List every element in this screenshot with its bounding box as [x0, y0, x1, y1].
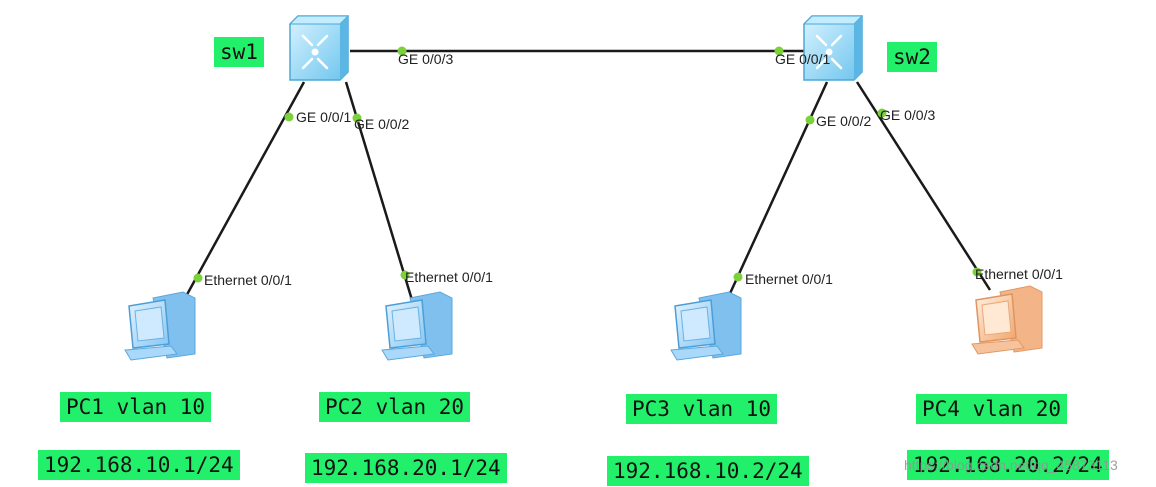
pc-vlan-label: PC4 vlan 20	[916, 394, 1068, 424]
link-sw2-pc4	[855, 81, 992, 291]
port-dot	[733, 272, 743, 282]
switch-label: sw2	[887, 42, 937, 72]
port-label: GE 0/0/3	[398, 51, 453, 67]
port-dot	[774, 46, 784, 56]
port-dot	[397, 46, 407, 56]
port-label: GE 0/0/3	[880, 107, 935, 123]
port-label: GE 0/0/1	[775, 51, 830, 67]
port-dot	[805, 115, 815, 125]
pc-icon	[124, 291, 196, 361]
port-label: Ethernet 0/0/1	[745, 271, 833, 287]
pc-vlan-label: PC2 vlan 20	[319, 392, 471, 422]
link-sw2-pc3	[725, 81, 829, 301]
port-label: GE 0/0/2	[354, 116, 409, 132]
port-dot	[193, 273, 203, 283]
pc-icon	[381, 291, 453, 361]
pc-ip-label: 192.168.20.2/24	[907, 450, 1109, 480]
port-label: GE 0/0/1	[296, 109, 351, 125]
port-label: Ethernet 0/0/1	[975, 266, 1063, 282]
pc-vlan-label: PC1 vlan 10	[60, 392, 212, 422]
pc-ip-label: 192.168.10.2/24	[607, 456, 809, 486]
port-dot	[352, 113, 362, 123]
pc-icon	[670, 291, 742, 361]
port-label: Ethernet 0/0/1	[405, 269, 493, 285]
port-label: Ethernet 0/0/1	[204, 272, 292, 288]
pc-ip-label: 192.168.10.1/24	[38, 450, 240, 480]
link-sw1-pc1	[182, 81, 306, 301]
pc-ip-label: 192.168.20.1/24	[305, 453, 507, 483]
pc-vlan-label: PC3 vlan 10	[626, 394, 778, 424]
pc-icon-highlighted	[971, 285, 1043, 355]
port-dot	[972, 267, 982, 277]
watermark: https://blog.csdn.net/qq_45873113	[904, 457, 1118, 473]
port-dot	[877, 108, 887, 118]
port-dot	[284, 112, 294, 122]
switch-label: sw1	[214, 37, 264, 67]
switch-icon	[288, 14, 350, 82]
port-label: GE 0/0/2	[816, 113, 871, 129]
port-dot	[400, 270, 410, 280]
switch-icon	[802, 14, 864, 82]
